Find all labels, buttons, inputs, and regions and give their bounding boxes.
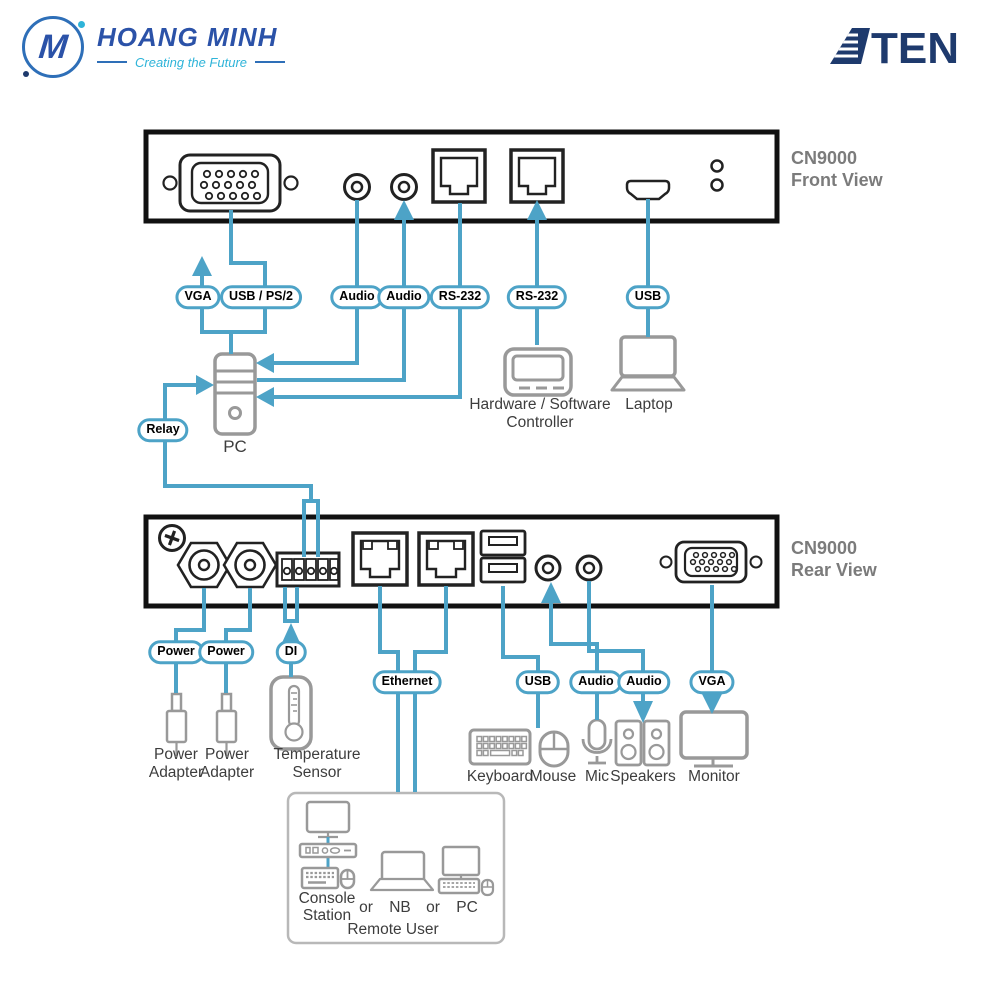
speakers-icon — [614, 719, 671, 767]
label-vga-rear: VGA — [689, 670, 735, 694]
flow-arrows — [192, 200, 722, 723]
label-power-2: Power — [198, 640, 254, 664]
front-panel — [143, 129, 780, 224]
ethernet-port-2-icon — [417, 531, 475, 587]
power-adapter-2-label-line1: Power — [205, 746, 249, 763]
controller-label-line1: Hardware / Software — [469, 396, 611, 413]
logo-dot-navy — [23, 71, 29, 77]
nb-laptop-icon — [369, 850, 435, 892]
arrow-up-audio-front — [394, 200, 414, 220]
brand-tagline: Creating the Future — [135, 54, 248, 70]
arrow-left-audio-to-pc — [256, 353, 274, 373]
rear-view-title: CN9000 Rear View — [791, 538, 877, 580]
mic-icon — [581, 718, 613, 765]
hoang-minh-logo: M HOANG MINH Creating the Future — [22, 16, 286, 78]
label-rs232-2: RS-232 — [506, 285, 568, 309]
vga-port-front-icon — [162, 153, 299, 213]
label-vga-front: VGA — [175, 285, 221, 309]
grounding-screw-icon — [158, 524, 186, 552]
or-label-2: or — [426, 899, 440, 916]
mouse-label: Mouse — [529, 768, 577, 785]
rear-panel — [143, 514, 780, 609]
label-audio-front-1: Audio — [330, 285, 384, 309]
label-relay: Relay — [137, 418, 189, 442]
aten-logo: TEN — [824, 22, 970, 75]
power-adapter-1-icon — [165, 692, 188, 756]
arrow-up-rs232-front — [527, 200, 547, 220]
remote-user-caption: Remote User — [347, 921, 439, 938]
nb-label: NB — [389, 899, 411, 916]
front-view-title: CN9000 Front View — [791, 148, 883, 190]
or-label-1: or — [359, 899, 373, 916]
label-audio-rear-1: Audio — [569, 670, 623, 694]
controller-icon — [503, 347, 573, 397]
ethernet-port-1-icon — [351, 531, 409, 587]
tagline-dash-right — [255, 61, 286, 64]
power-jack-1-icon — [176, 541, 232, 589]
label-usb-front: USB — [625, 285, 671, 309]
label-audio-rear-2: Audio — [617, 670, 671, 694]
hoang-minh-monogram-icon: M — [22, 16, 85, 78]
temperature-sensor-label-line1: Temperature — [273, 746, 361, 763]
monitor-label: Monitor — [688, 768, 740, 785]
rs232-port-2-icon — [509, 148, 565, 204]
vga-port-rear-icon — [659, 540, 763, 584]
pc-desktop-icon — [437, 845, 495, 897]
arrow-down-monitor — [702, 694, 722, 714]
mini-usb-port-icon — [625, 179, 671, 201]
temperature-sensor-icon — [269, 675, 313, 751]
arrow-right-relay-to-pc — [196, 375, 214, 395]
terminal-block-icon — [275, 551, 341, 588]
console-label-line2: Station — [302, 907, 352, 924]
aten-a-glyph — [830, 28, 870, 64]
rs232-port-1-icon — [431, 148, 487, 204]
temperature-sensor-label-line2: Sensor — [292, 764, 342, 781]
console-station-icon — [298, 800, 358, 890]
mouse-icon — [538, 730, 570, 768]
audio-jack-front-2-icon — [390, 173, 418, 201]
label-audio-front-2: Audio — [377, 285, 431, 309]
label-usb-ps2: USB / PS/2 — [220, 285, 302, 309]
audio-jack-rear-2-icon — [575, 554, 603, 582]
arrow-up-vga-front — [192, 256, 212, 276]
arrow-left-rs232-to-pc — [256, 387, 274, 407]
controller-label-line2: Controller — [506, 414, 574, 431]
brand-name: HOANG MINH — [97, 22, 278, 53]
label-ethernet: Ethernet — [372, 670, 442, 694]
arrow-down-speakers — [633, 701, 653, 723]
keyboard-icon — [468, 728, 532, 766]
console-label-line1: Console — [298, 890, 356, 907]
laptop-icon — [610, 335, 686, 392]
power-jack-2-icon — [222, 541, 278, 589]
audio-jack-front-1-icon — [343, 173, 371, 201]
pc-small-label: PC — [456, 899, 478, 916]
laptop-label: Laptop — [625, 396, 673, 413]
power-adapter-2-icon — [215, 692, 238, 756]
label-di: DI — [275, 640, 307, 664]
front-led-icons — [710, 159, 724, 192]
audio-jack-rear-1-icon — [534, 554, 562, 582]
mic-label: Mic — [584, 768, 610, 785]
usb-ports-rear-icon — [479, 529, 527, 584]
label-power-1: Power — [148, 640, 204, 664]
pc-label: PC — [223, 437, 247, 456]
monitor-icon — [679, 710, 749, 768]
label-usb-rear: USB — [515, 670, 561, 694]
speakers-label: Speakers — [610, 768, 676, 785]
logo-dot-teal — [78, 21, 85, 28]
pc-tower-icon — [213, 352, 257, 436]
arrow-up-mic-to-jack — [541, 582, 561, 603]
power-adapter-2-label-line2: Adapter — [199, 764, 255, 781]
label-rs232-1: RS-232 — [429, 285, 491, 309]
power-adapter-1-label-line2: Adapter — [148, 764, 204, 781]
tagline-dash-left — [97, 61, 127, 64]
aten-wordmark-tail: TEN — [871, 24, 959, 70]
keyboard-label: Keyboard — [466, 768, 534, 785]
power-adapter-1-label-line1: Power — [154, 746, 198, 763]
